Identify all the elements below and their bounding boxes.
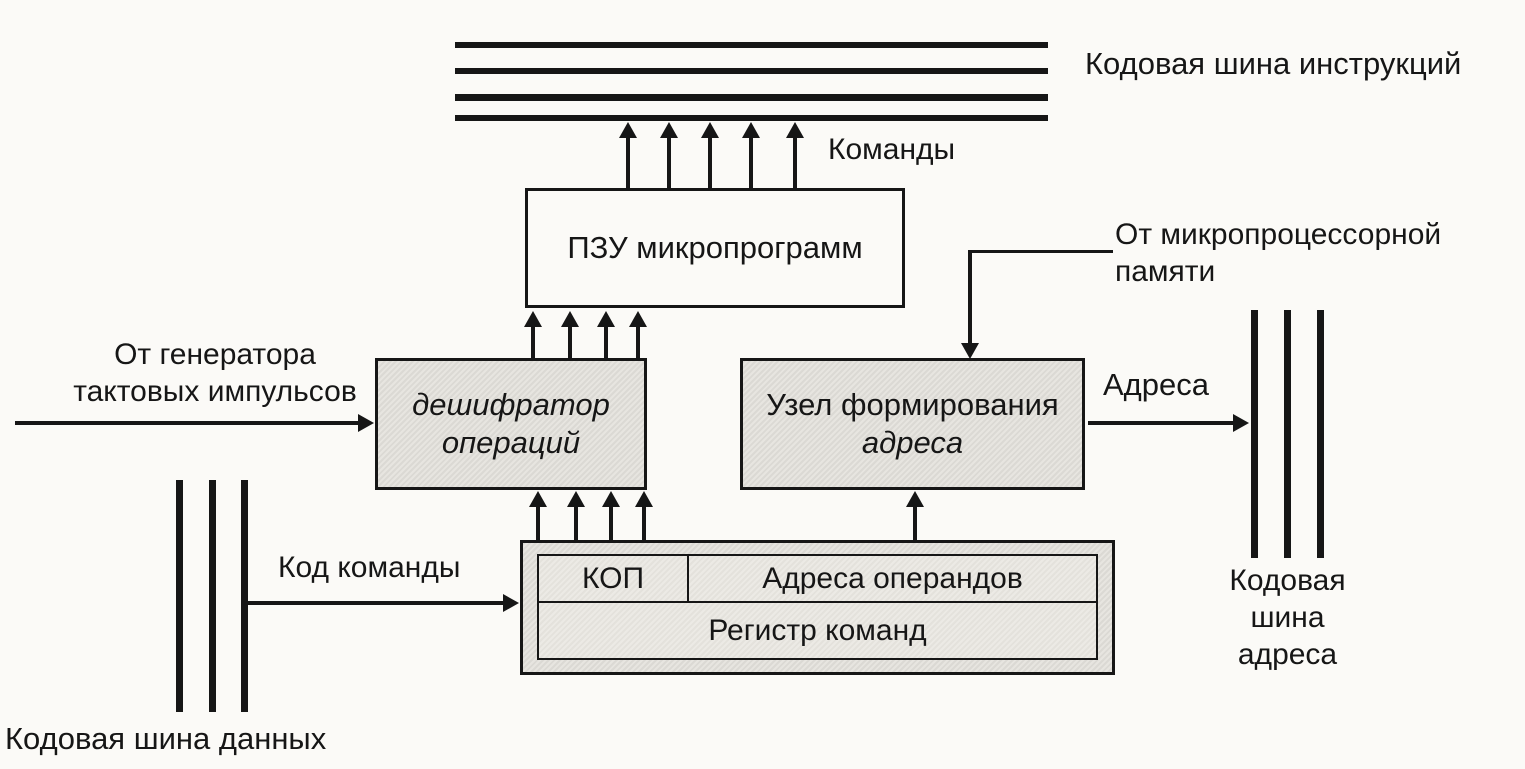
addresses-label: Адреса (1103, 367, 1209, 402)
addr-unit-label-line1: Узел формирования (766, 387, 1059, 422)
address-bus-label: Кодовая шина адреса (1229, 564, 1346, 671)
opcode-field: КОП (539, 556, 689, 601)
data-bus-label: Кодовая шина данных (5, 721, 327, 756)
from-clock-label: От генератора тактовых импульсов (73, 338, 357, 408)
instruction-bus-label: Кодовая шина инструкций (1085, 46, 1462, 81)
operand-addresses-field: Адреса операндов (762, 561, 1023, 595)
command-register-table: КОП Адреса операндов Регистр команд (537, 554, 1098, 660)
command-code-label: Код команды (278, 551, 461, 584)
addr-unit-label-line2: адреса (861, 425, 964, 460)
rom-label: ПЗУ микропрограмм (567, 230, 863, 265)
from-memory-label: От микропроцессорной памяти (1115, 218, 1442, 288)
rom-block: ПЗУ микропрограмм (525, 188, 905, 308)
decoder-label-line2: операций (441, 425, 581, 460)
operation-decoder-block: дешифратор операций (375, 358, 647, 490)
commands-label: Команды (828, 133, 956, 166)
register-top-row: КОП Адреса операндов (539, 556, 1096, 603)
command-register-label: Регистр команд (708, 613, 927, 647)
decoder-label-line1: дешифратор (412, 387, 610, 422)
address-formation-block: Узел формирования адреса (740, 358, 1085, 490)
command-register-block: КОП Адреса операндов Регистр команд (520, 540, 1115, 675)
